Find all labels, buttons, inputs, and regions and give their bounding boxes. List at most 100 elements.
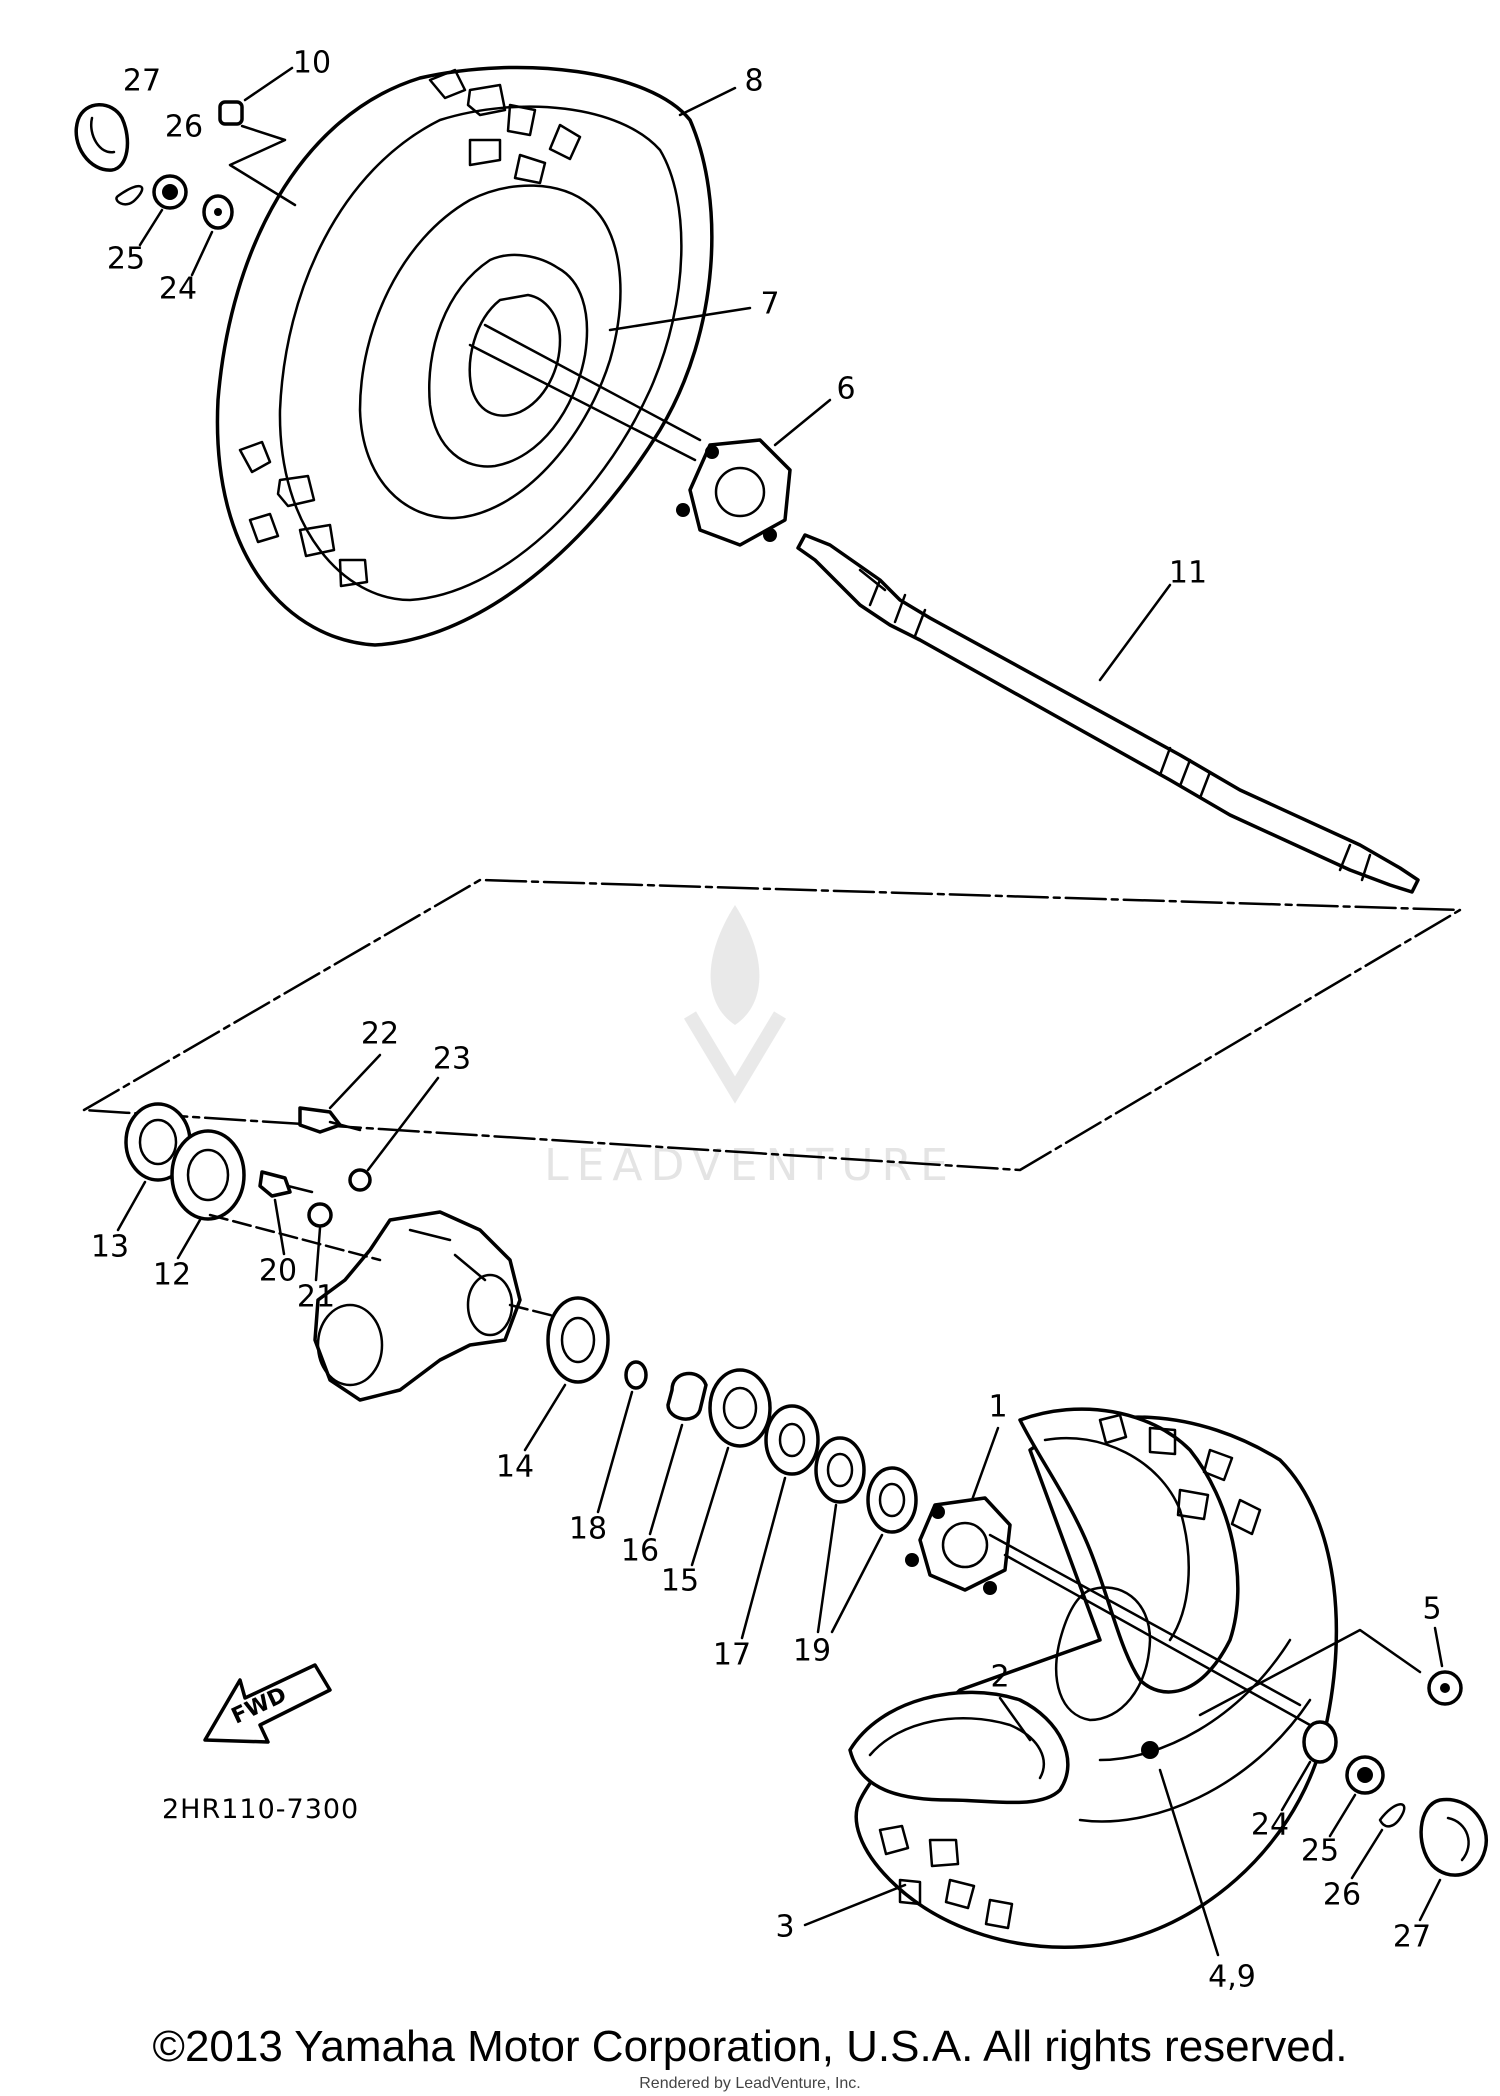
hub-centerline-lower-b [1003,1553,1312,1727]
callout-17: 17 [713,1638,751,1673]
hub-1-stud-a [931,1505,945,1519]
wheel-2-rim-upper [1018,1407,1240,1694]
part-code: 2HR110-7300 [162,1794,359,1825]
leader-17 [740,1476,787,1640]
leadventure-watermark: LEADVENTURE [544,905,948,1191]
cotter-pin-26-top [115,185,144,206]
callout-21: 21 [297,1280,335,1315]
leader-18 [596,1390,634,1514]
leader-4-9 [1158,1768,1220,1957]
hub-centerline-upper-b [468,343,697,462]
callout-25-bottom: 25 [1301,1834,1339,1869]
seal-13-inner [138,1118,178,1166]
hub-6: 6 [676,372,856,547]
nut-5-center [1440,1683,1450,1693]
wheel-2-rim-lower [848,1690,1070,1805]
hub-centerline-lower-a [988,1533,1302,1707]
callout-6: 6 [836,372,855,407]
washer-23 [348,1168,372,1192]
castle-nut-25-top-center [162,184,178,200]
wheel-2-hub-center [1055,1586,1152,1722]
leader-22 [328,1053,382,1110]
callout-27-bottom: 27 [1393,1920,1431,1955]
washer-17 [764,1404,820,1476]
washer-24-bottom [1302,1720,1338,1764]
callout-3: 3 [775,1910,794,1945]
hub-6-stud-b [676,503,690,517]
bolt-22 [298,1106,342,1134]
wheel-2-rim-lower-inner [868,1717,1045,1780]
callout-8: 8 [744,64,763,99]
seal-19b-inner [878,1482,906,1518]
leader-23 [366,1076,440,1172]
seal-14 [546,1296,610,1384]
hub-6-body [688,438,792,547]
callout-25-top: 25 [107,242,145,277]
leader-1 [970,1426,1000,1502]
hub-6-stud-c [763,528,777,542]
leader-11 [1098,583,1172,682]
callout-24-top: 24 [159,272,197,307]
bottom-wheel-assembly: 2 3 4,9 [775,1407,1339,1995]
seal-19b [866,1466,918,1534]
callout-16: 16 [621,1534,659,1569]
chevron-logo-icon [683,1011,787,1104]
reference-outline-dashed [82,878,1462,1172]
axle-nut-27-bottom [1419,1797,1488,1877]
bolt-20-shank [286,1184,314,1194]
callout-2: 2 [990,1660,1009,1695]
leader-16 [648,1423,684,1536]
seal-14-inner [560,1316,596,1364]
callout-1: 1 [988,1390,1007,1425]
leader-27-bottom [1418,1878,1442,1922]
callout-7: 7 [760,287,779,322]
differential-group: 22 23 13 12 20 21 [91,1017,572,1402]
leader-bracket-10 [228,124,297,207]
top-rim-inner [428,253,589,468]
callout-19: 19 [793,1634,831,1669]
bearing-15 [708,1368,772,1448]
leader-5 [1433,1626,1444,1668]
copyright-notice: ©2013 Yamaha Motor Corporation, U.S.A. A… [152,2022,1348,2071]
leader-3 [803,1883,907,1927]
leader-25-bottom [1328,1793,1357,1838]
leader-26-bottom [1350,1828,1384,1880]
hub-1-stud-b [905,1553,919,1567]
top-tread-blocks-lower [238,440,369,588]
callout-4-9: 4,9 [1208,1960,1256,1995]
hub-1-body [918,1496,1012,1592]
washer-24-top-hole [214,208,222,216]
hub-1: 1 [905,1390,1012,1595]
axle-nut-27-top-detail [89,116,116,154]
top-wheel-assembly: 8 7 [215,64,780,647]
seal-19a [814,1436,866,1504]
callout-15: 15 [661,1564,699,1599]
bearing-12-inner [186,1148,230,1202]
seal-19a-inner [826,1452,854,1488]
leader-bracket-5 [1198,1628,1422,1717]
callout-26-top: 26 [165,110,203,145]
leader-2 [998,1696,1032,1742]
callout-26-bottom: 26 [1323,1878,1361,1913]
hub-1-stud-c [983,1581,997,1595]
axle-bearing-stack: 14 18 16 15 17 19 [496,1296,918,1673]
leader-24-top [190,230,214,277]
leader-15 [690,1446,730,1567]
bottom-tread-blocks-lower [878,1824,1014,1930]
leader-8 [678,86,737,117]
stud-4-9 [1141,1741,1159,1759]
callout-23: 23 [433,1042,471,1077]
top-tire-outline [215,65,714,647]
differential-case-ribs [408,1228,487,1282]
castle-nut-25-bottom-center [1357,1767,1373,1783]
axle-shaft-11: 11 [796,533,1420,894]
leader-10 [243,66,294,102]
axle-nut-27-bottom-detail [1446,1816,1470,1862]
callout-27-top: 27 [123,64,161,99]
hub-1-center [941,1521,989,1569]
axle-nut-27-top [74,103,130,172]
callout-18: 18 [569,1512,607,1547]
nut-10 [218,100,244,126]
leader-19 [816,1503,884,1634]
